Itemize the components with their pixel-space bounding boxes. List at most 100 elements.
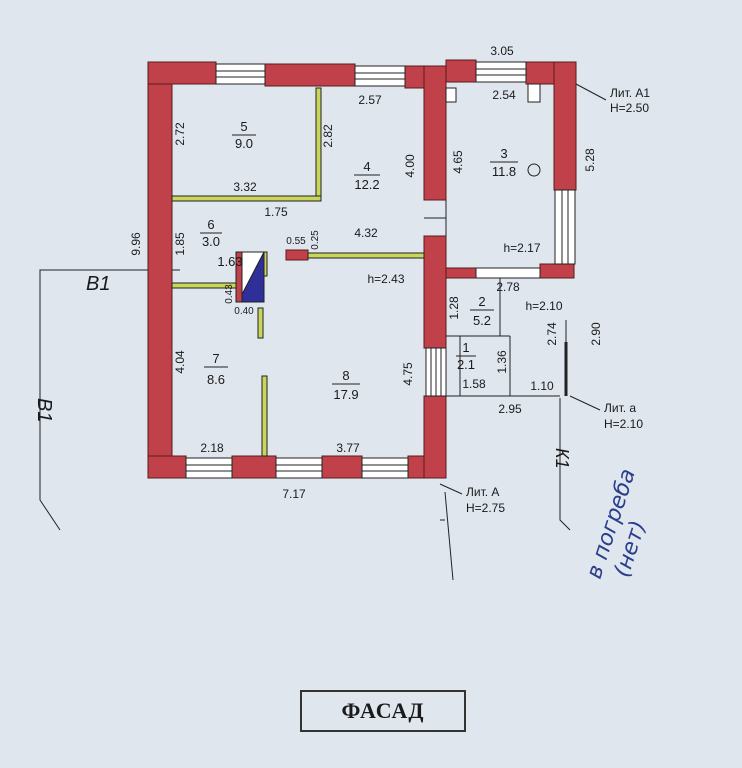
height-labels: h=2.17 h=2.43 h=2.10 bbox=[367, 241, 562, 313]
section-mark-b1-left: В1 bbox=[86, 273, 110, 295]
annex-lines bbox=[424, 83, 568, 397]
dim-1-63: 1.63 bbox=[217, 254, 242, 269]
partition-7-8 bbox=[261, 375, 268, 457]
dim-0-40: 0.40 bbox=[234, 306, 254, 317]
dim-4-65: 4.65 bbox=[451, 150, 465, 174]
room-1-number: 1 bbox=[462, 340, 469, 355]
dim-2-57: 2.57 bbox=[358, 93, 382, 107]
exterior-walls bbox=[147, 59, 577, 479]
dim-2-78: 2.78 bbox=[496, 280, 520, 294]
room-8-number: 8 bbox=[342, 368, 349, 383]
partition-5-6 bbox=[171, 195, 322, 202]
height-2-10: h=2.10 bbox=[525, 299, 562, 313]
room-1-area: 2.1 bbox=[457, 357, 475, 372]
dim-4-32: 4.32 bbox=[354, 226, 378, 240]
wall-bottom-3 bbox=[321, 455, 363, 479]
room-6-number: 6 bbox=[207, 217, 214, 232]
dim-3-32: 3.32 bbox=[233, 180, 257, 194]
height-2-17: h=2.17 bbox=[503, 241, 540, 255]
stair bbox=[235, 251, 265, 303]
partitions bbox=[171, 87, 425, 457]
dim-2-54: 2.54 bbox=[492, 88, 516, 102]
liter-a1-height: H=2.50 bbox=[610, 101, 649, 115]
room-7-number: 7 bbox=[212, 351, 219, 366]
dim-2-82: 2.82 bbox=[321, 124, 335, 148]
window-8 bbox=[475, 267, 541, 279]
window-5 bbox=[185, 457, 233, 479]
section-mark-b1-vertical: В1 bbox=[33, 398, 55, 422]
dim-1-75: 1.75 bbox=[264, 205, 288, 219]
dimension-labels: 3.05 2.57 2.54 1.63 0.55 4.32 3.32 1.75 … bbox=[129, 44, 603, 501]
wall-top-1 bbox=[147, 61, 217, 85]
stair-triangle bbox=[237, 251, 265, 303]
window-3 bbox=[475, 61, 527, 83]
dim-5-28: 5.28 bbox=[583, 148, 597, 172]
liter-a-title: Лит. А bbox=[466, 485, 499, 499]
liter-callouts: Лит. А1 H=2.50 Лит. а H=2.10 Лит. А H=2.… bbox=[439, 83, 650, 515]
room-4-area: 12.2 bbox=[354, 177, 379, 192]
dim-9-96: 9.96 bbox=[129, 232, 143, 256]
handwritten-note: в погреба (нет) bbox=[582, 466, 651, 582]
dim-1-36: 1.36 bbox=[495, 350, 509, 374]
windows bbox=[185, 61, 576, 479]
wall-mid-upper bbox=[423, 65, 447, 201]
a1-wall-bottom-right bbox=[539, 263, 575, 279]
wall-mid-lower bbox=[423, 235, 447, 349]
dim-7-17: 7.17 bbox=[282, 487, 306, 501]
wall-right-bottom bbox=[423, 395, 447, 479]
room-8-area: 17.9 bbox=[333, 387, 358, 402]
liter-a-small-height: H=2.10 bbox=[604, 417, 643, 431]
dim-3-77: 3.77 bbox=[336, 441, 360, 455]
dim-4-04: 4.04 bbox=[173, 350, 187, 374]
liter-a-small-title: Лит. а bbox=[604, 401, 636, 415]
partition-stair-b bbox=[257, 307, 264, 339]
room-7-area: 8.6 bbox=[207, 372, 225, 387]
room-3-number: 3 bbox=[500, 146, 507, 161]
room-labels: 5 9.0 4 12.2 3 11.8 6 3.0 2 5.2 1 2.1 7 … bbox=[200, 119, 518, 402]
liter-a-height: H=2.75 bbox=[466, 501, 505, 515]
room-3-area: 11.8 bbox=[492, 164, 516, 179]
dim-2-72: 2.72 bbox=[173, 122, 187, 146]
dim-2-90: 2.90 bbox=[589, 322, 603, 346]
dim-2-18: 2.18 bbox=[200, 441, 224, 455]
room-5-area: 9.0 bbox=[235, 136, 253, 151]
section-marks: В1 В1 К1 bbox=[33, 273, 572, 469]
room-4-number: 4 bbox=[363, 159, 370, 174]
window-1 bbox=[215, 63, 266, 85]
dim-2-74: 2.74 bbox=[545, 322, 559, 346]
wall-top-2 bbox=[264, 63, 356, 87]
height-2-43: h=2.43 bbox=[367, 272, 404, 286]
partition-4-8 bbox=[307, 252, 425, 259]
wall-bottom-2 bbox=[231, 455, 277, 479]
a1-wall-bottom-left bbox=[445, 267, 477, 279]
wall-small-block bbox=[285, 249, 309, 261]
dim-0-43: 0.43 bbox=[224, 284, 235, 304]
wall-left bbox=[147, 61, 173, 477]
wall-bottom-1 bbox=[147, 455, 187, 479]
dim-0-25: 0.25 bbox=[310, 230, 321, 250]
dim-4-75: 4.75 bbox=[401, 362, 415, 386]
room-6-area: 3.0 bbox=[202, 234, 220, 249]
liter-a1-title: Лит. А1 bbox=[610, 86, 650, 100]
dim-1-10: 1.10 bbox=[530, 379, 554, 393]
window-2 bbox=[354, 65, 406, 87]
section-mark-k1: К1 bbox=[552, 448, 572, 469]
room-2-number: 2 bbox=[478, 294, 485, 309]
room-5-number: 5 bbox=[240, 119, 247, 134]
section-lines bbox=[39, 269, 571, 581]
dim-0-55: 0.55 bbox=[286, 236, 306, 247]
dim-1-85: 1.85 bbox=[173, 232, 187, 256]
dim-3-05: 3.05 bbox=[490, 44, 514, 58]
dim-1-58: 1.58 bbox=[462, 377, 486, 391]
facade-label: ФАСАД bbox=[300, 690, 466, 732]
window-7 bbox=[361, 457, 409, 479]
a1-wall-top-1 bbox=[445, 59, 477, 83]
a1-wall-right bbox=[553, 61, 577, 191]
window-6 bbox=[275, 457, 323, 479]
dim-4-00: 4.00 bbox=[403, 154, 417, 178]
room-2-area: 5.2 bbox=[473, 313, 491, 328]
window-4 bbox=[554, 189, 576, 265]
dim-1-28: 1.28 bbox=[447, 296, 461, 320]
dim-2-95: 2.95 bbox=[498, 402, 522, 416]
